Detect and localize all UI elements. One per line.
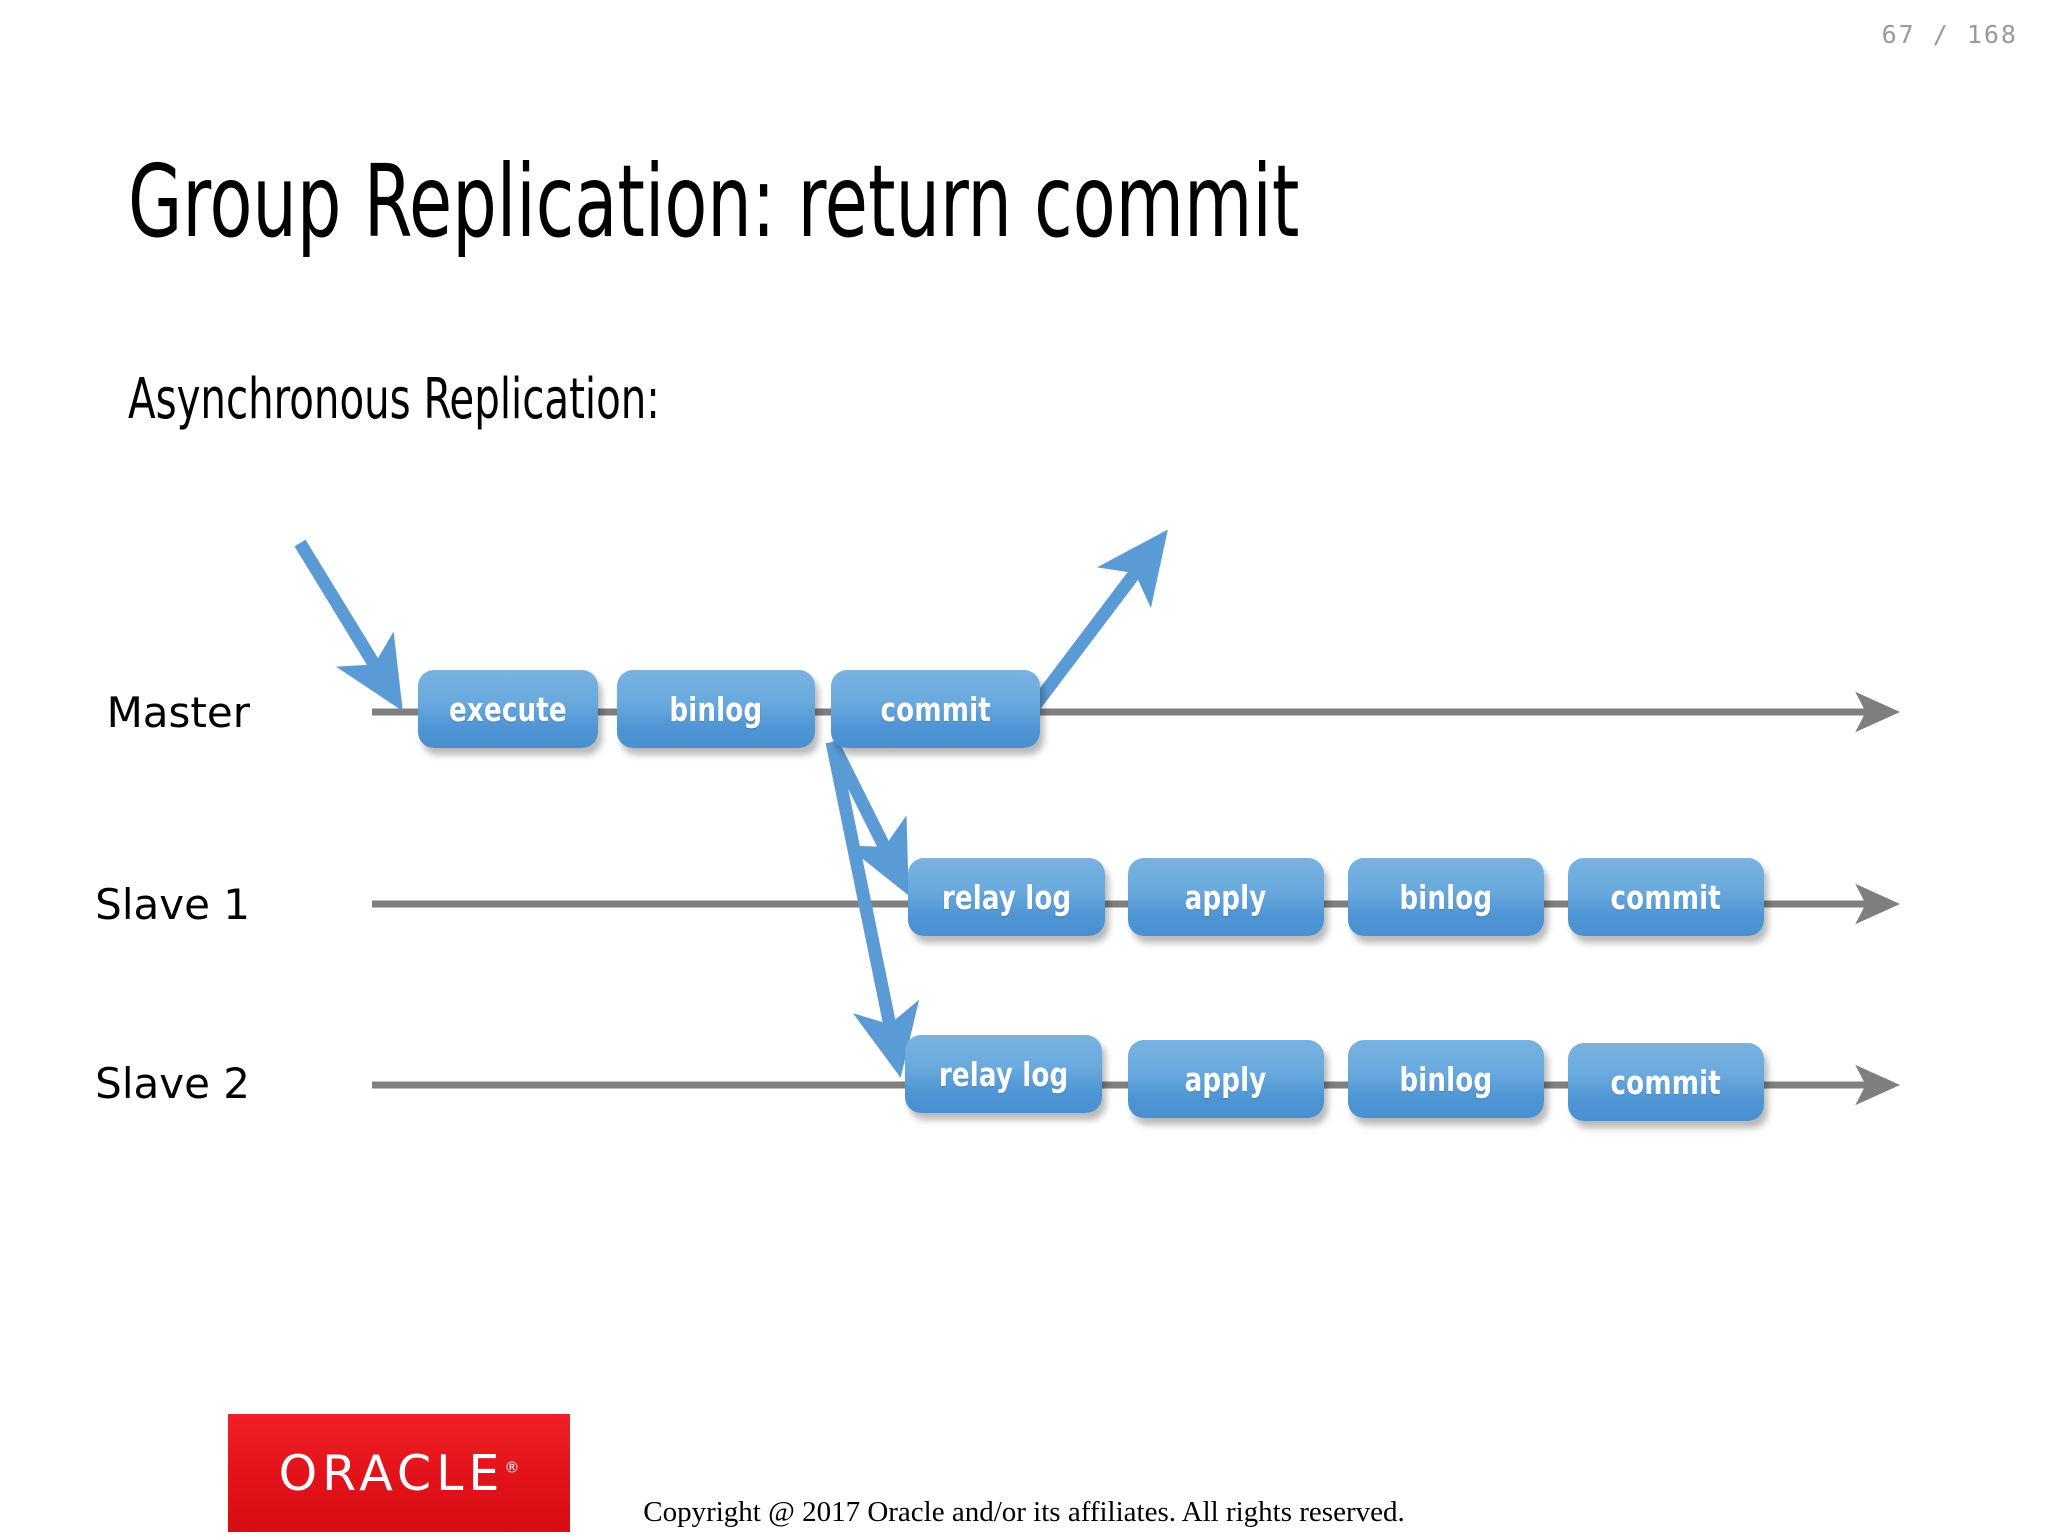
slave-2-box-apply[interactable]: apply [1128, 1040, 1324, 1118]
row-label-slave-2: Slave 2 [95, 1059, 250, 1108]
master-box-binlog[interactable]: binlog [617, 670, 815, 748]
oracle-trademark-symbol: ® [504, 1458, 520, 1477]
arrow-master-to-slave-2 [825, 740, 920, 1078]
slave-1-box-relay-log[interactable]: relay log [908, 858, 1105, 936]
arrow-client-to-master [294, 539, 403, 712]
master-box-execute[interactable]: execute [418, 670, 598, 748]
slave-2-box-relay-log-label: relay log [938, 1054, 1069, 1094]
master-box-commit-label: commit [880, 689, 991, 729]
slave-2-box-relay-log[interactable]: relay log [905, 1035, 1102, 1113]
oracle-wordmark: ORACLE® [279, 1445, 520, 1502]
page-title: Group Replication: return commit [128, 143, 1300, 260]
slave-1-box-commit[interactable]: commit [1568, 858, 1764, 936]
slave-2-box-binlog-label: binlog [1399, 1059, 1493, 1099]
slave-1-box-apply-label: apply [1185, 877, 1267, 917]
slave-2-box-binlog[interactable]: binlog [1348, 1040, 1544, 1118]
slide-subtitle: Asynchronous Replication: [128, 367, 660, 432]
slave-1-box-apply[interactable]: apply [1128, 858, 1324, 936]
master-box-binlog-label: binlog [669, 689, 763, 729]
slave-1-box-binlog[interactable]: binlog [1348, 858, 1544, 936]
arrow-master-to-client [1024, 529, 1168, 716]
slave-2-box-commit[interactable]: commit [1568, 1043, 1764, 1121]
arrow-master-to-slave-1 [826, 739, 909, 896]
slave-1-box-relay-log-label: relay log [941, 877, 1072, 917]
slave-2-box-commit-label: commit [1610, 1062, 1722, 1102]
master-box-execute-label: execute [449, 689, 567, 729]
copyright-notice: Copyright @ 2017 Oracle and/or its affil… [643, 1496, 1405, 1528]
slave-2-box-apply-label: apply [1185, 1059, 1267, 1099]
slave-1-box-commit-label: commit [1610, 877, 1722, 917]
master-box-commit[interactable]: commit [831, 670, 1040, 748]
page-indicator: 67 / 168 [1881, 20, 2018, 49]
row-label-slave-1: Slave 1 [95, 880, 250, 929]
slave-1-box-binlog-label: binlog [1399, 877, 1493, 917]
oracle-wordmark-text: ORACLE [278, 1444, 505, 1502]
row-label-master: Master [106, 688, 250, 737]
oracle-logo: ORACLE® [228, 1414, 570, 1532]
